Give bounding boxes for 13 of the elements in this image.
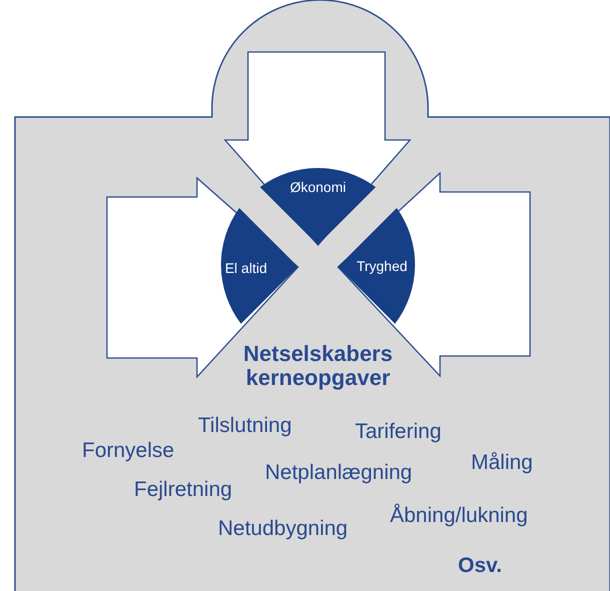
task-label: Fornyelse bbox=[82, 439, 174, 462]
sector-label: El altid bbox=[224, 260, 267, 276]
sector-label: Økonomi bbox=[290, 179, 346, 195]
heading-text: Netselskabers kerneopgaver bbox=[242, 342, 394, 390]
task-label: Åbning/lukning bbox=[390, 504, 528, 528]
task-label: Tilslutning bbox=[198, 414, 292, 438]
sector-label: Tryghed bbox=[356, 258, 408, 274]
task-label: Fejlretning bbox=[134, 478, 232, 502]
task-label: Osv. bbox=[458, 554, 502, 578]
task-label: Tarifering bbox=[355, 420, 442, 444]
task-label: Netudbygning bbox=[218, 517, 348, 540]
task-label: Netplanlægning bbox=[265, 461, 412, 484]
task-label: Måling bbox=[471, 451, 533, 474]
